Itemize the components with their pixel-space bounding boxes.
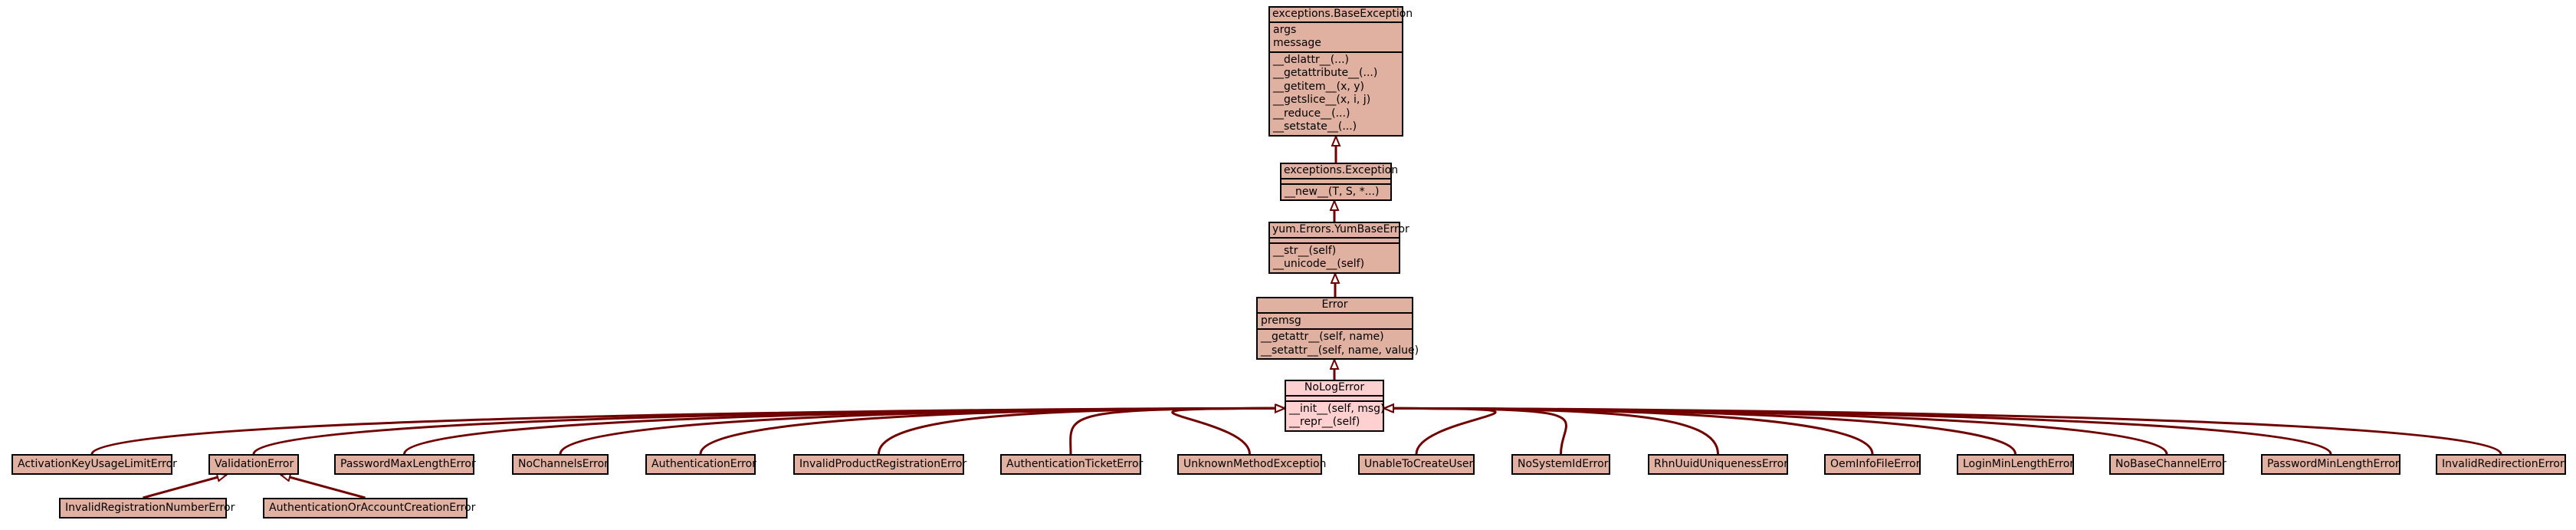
class-methods: __getattr__(self, name)__setattr__(self,… xyxy=(1258,330,1419,358)
class-attribute: args xyxy=(1273,23,1297,36)
class-exception[interactable]: exceptions.Exception __new__(T, S, *...) xyxy=(1280,163,1398,201)
inheritance-edge xyxy=(1384,408,2502,455)
subclass-authentication-or-account-creation-error[interactable]: AuthenticationOrAccountCreationError xyxy=(263,498,475,518)
class-attributes xyxy=(1270,239,1399,244)
class-name: Error xyxy=(1258,298,1412,314)
subclass-password-min-length-error[interactable]: PasswordMinLengthError xyxy=(2261,454,2400,475)
class-name: exceptions.BaseException xyxy=(1270,8,1413,23)
subclass-oem-info-file-error[interactable]: OemInfoFileError xyxy=(1824,454,1921,475)
class-methods: __str__(self)__unicode__(self) xyxy=(1270,244,1399,272)
class-name: yum.Errors.YumBaseError xyxy=(1270,223,1409,239)
subclass-invalid-product-registration-error[interactable]: InvalidProductRegistrationError xyxy=(793,454,966,475)
class-methods: __delattr__(...)__getattribute__(...)__g… xyxy=(1270,53,1402,135)
class-attributes xyxy=(1281,179,1390,185)
inheritance-edge xyxy=(143,475,227,499)
subclass-unable-to-create-user[interactable]: UnableToCreateUser xyxy=(1358,454,1475,475)
class-attribute: message xyxy=(1273,37,1321,49)
class-method: __repr__(self) xyxy=(1289,416,1360,428)
class-method: __getattribute__(...) xyxy=(1273,67,1378,79)
class-methods: __new__(T, S, *...) xyxy=(1281,185,1390,200)
subclass-no-system-id-error[interactable]: NoSystemIdError xyxy=(1511,454,1610,475)
class-no-log-error[interactable]: NoLogError __init__(self, msg)__repr__(s… xyxy=(1285,380,1385,432)
class-name: NoLogError xyxy=(1286,381,1383,397)
class-attributes xyxy=(1286,397,1383,402)
class-attribute: premsg xyxy=(1261,314,1301,327)
subclass-activation-key-usage-limit-error[interactable]: ActivationKeyUsageLimitError xyxy=(11,454,177,475)
class-method: __getslice__(x, i, j) xyxy=(1273,94,1371,106)
class-name: exceptions.Exception xyxy=(1281,164,1398,179)
class-method: __setstate__(...) xyxy=(1273,120,1357,133)
subclass-invalid-registration-number-error[interactable]: InvalidRegistrationNumberError xyxy=(59,498,235,518)
class-method: __str__(self) xyxy=(1273,244,1337,257)
class-method: __new__(T, S, *...) xyxy=(1285,185,1380,198)
subclass-authentication-error[interactable]: AuthenticationError xyxy=(645,454,756,475)
subclass-login-min-length-error[interactable]: LoginMinLengthError xyxy=(1957,454,2074,475)
class-attributes: premsg xyxy=(1258,314,1412,330)
class-method: __unicode__(self) xyxy=(1273,258,1365,270)
class-method: __setattr__(self, name, value) xyxy=(1261,344,1419,357)
subclass-no-channels-error[interactable]: NoChannelsError xyxy=(512,454,609,475)
subclass-no-base-channel-error[interactable]: NoBaseChannelError xyxy=(2109,454,2227,475)
class-method: __getitem__(x, y) xyxy=(1273,80,1365,93)
subclass-authentication-ticket-error[interactable]: AuthenticationTicketError xyxy=(1000,454,1143,475)
class-method: __init__(self, msg) xyxy=(1289,402,1385,415)
subclass-rhn-uuid-uniqueness-error[interactable]: RhnUuidUniquenessError xyxy=(1648,454,1788,475)
subclass-validation-error[interactable]: ValidationError xyxy=(208,454,299,475)
class-method: __delattr__(...) xyxy=(1273,53,1349,66)
class-method: __getattr__(self, name) xyxy=(1261,331,1384,343)
inheritance-edge xyxy=(1171,408,1285,455)
inheritance-edges xyxy=(90,137,2502,499)
inheritance-edge xyxy=(281,475,366,499)
inheritance-edge xyxy=(1384,408,1497,455)
subclass-password-max-length-error[interactable]: PasswordMaxLengthError xyxy=(334,454,476,475)
class-yum-base-error[interactable]: yum.Errors.YumBaseError __str__(self)__u… xyxy=(1268,222,1409,274)
inheritance-edge xyxy=(1384,408,1567,455)
subclass-unknown-method-exception[interactable]: UnknownMethodException xyxy=(1177,454,1326,475)
subclass-invalid-redirection-error[interactable]: InvalidRedirectionError xyxy=(2436,454,2566,475)
class-error[interactable]: Error premsg __getattr__(self, name)__se… xyxy=(1256,297,1419,360)
class-method: __reduce__(...) xyxy=(1273,107,1350,120)
class-methods: __init__(self, msg)__repr__(self) xyxy=(1286,402,1385,430)
